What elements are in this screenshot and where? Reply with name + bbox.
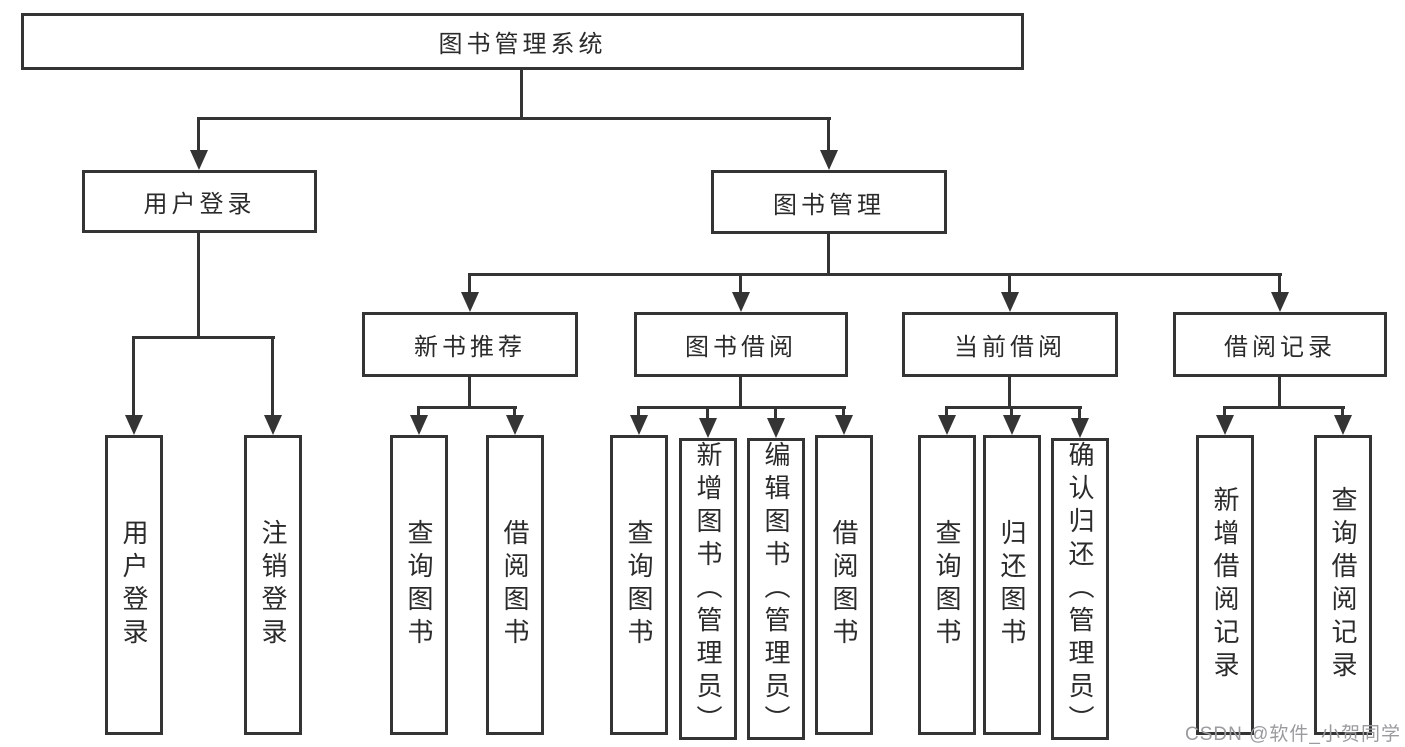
- arrow-down-icon: [699, 418, 717, 438]
- leaf-confirm-return-admin: 确认归还（管理员）: [1051, 438, 1109, 740]
- node-book-management: 图书管理: [711, 170, 947, 234]
- leaf-user-login: 用户登录: [105, 435, 163, 735]
- arrow-down-icon: [461, 292, 479, 312]
- connector-line: [132, 336, 275, 339]
- connector-line: [468, 273, 1282, 276]
- arrow-down-icon: [264, 415, 282, 435]
- connector-line: [417, 406, 517, 409]
- connector-line: [1278, 273, 1281, 294]
- leaf-borrow-books-2-label: 借阅图书: [829, 519, 859, 651]
- leaf-add-borrow-record: 新增借阅记录: [1196, 435, 1254, 735]
- watermark: CSDN @软件_小贺同学: [1185, 724, 1401, 745]
- connector-line: [1223, 406, 1226, 418]
- node-borrowing-records-label: 借阅记录: [1224, 334, 1336, 361]
- leaf-add-borrow-record-label: 新增借阅记录: [1210, 486, 1240, 684]
- leaf-query-borrow-record-label: 查询借阅记录: [1328, 486, 1358, 684]
- leaf-query-books-1: 查询图书: [390, 435, 448, 735]
- connector-line: [739, 377, 742, 406]
- leaf-logout-label: 注销登录: [258, 519, 288, 651]
- arrow-down-icon: [732, 292, 750, 312]
- connector-line: [513, 406, 516, 418]
- leaf-query-books-3: 查询图书: [918, 435, 976, 735]
- connector-line: [739, 273, 742, 294]
- arrow-down-icon: [1334, 415, 1352, 435]
- connector-line: [1008, 377, 1011, 406]
- connector-line: [1010, 406, 1013, 418]
- arrow-down-icon: [938, 415, 956, 435]
- arrow-down-icon: [835, 415, 853, 435]
- connector-line: [1078, 406, 1081, 421]
- arrow-down-icon: [125, 415, 143, 435]
- leaf-user-login-label: 用户登录: [119, 519, 149, 651]
- node-book-borrowing-label: 图书借阅: [685, 334, 797, 361]
- leaf-query-borrow-record: 查询借阅记录: [1314, 435, 1372, 735]
- connector-line: [1008, 273, 1011, 294]
- arrow-down-icon: [410, 415, 428, 435]
- leaf-query-books-1-label: 查询图书: [404, 519, 434, 651]
- leaf-query-books-3-label: 查询图书: [932, 519, 962, 651]
- connector-line: [197, 117, 200, 152]
- connector-line: [197, 117, 831, 120]
- connector-line: [468, 377, 471, 406]
- leaf-edit-books-admin: 编辑图书（管理员）: [747, 438, 805, 740]
- node-borrowing-records: 借阅记录: [1173, 312, 1387, 377]
- connector-line: [468, 273, 471, 294]
- arrow-down-icon: [820, 150, 838, 170]
- arrow-down-icon: [190, 150, 208, 170]
- leaf-return-books: 归还图书: [983, 435, 1041, 735]
- leaf-add-books-admin-label: 新增图书（管理员）: [693, 441, 723, 738]
- connector-line: [520, 70, 523, 117]
- connector-line: [774, 406, 777, 421]
- arrow-down-icon: [506, 415, 524, 435]
- leaf-add-books-admin: 新增图书（管理员）: [679, 438, 737, 740]
- leaf-borrow-books-1: 借阅图书: [486, 435, 544, 735]
- connector-line: [637, 406, 640, 418]
- leaf-borrow-books-2: 借阅图书: [815, 435, 873, 735]
- connector-line: [1341, 406, 1344, 418]
- connector-line: [706, 406, 709, 421]
- connector-line: [1278, 377, 1281, 406]
- connector-line: [842, 406, 845, 418]
- arrow-down-icon: [1003, 415, 1021, 435]
- connector-line: [945, 406, 948, 418]
- node-user-login: 用户登录: [82, 170, 317, 233]
- leaf-query-books-2-label: 查询图书: [624, 519, 654, 651]
- leaf-confirm-return-admin-label: 确认归还（管理员）: [1065, 441, 1095, 738]
- connector-line: [132, 336, 135, 417]
- node-new-book-recommend-label: 新书推荐: [414, 334, 526, 361]
- arrow-down-icon: [1271, 292, 1289, 312]
- node-new-book-recommend: 新书推荐: [362, 312, 578, 377]
- node-root-label: 图书管理系统: [438, 31, 607, 58]
- connector-line: [827, 234, 830, 273]
- leaf-query-books-2: 查询图书: [610, 435, 668, 735]
- node-book-management-label: 图书管理: [773, 191, 885, 219]
- connector-line: [637, 406, 846, 409]
- arrow-down-icon: [767, 418, 785, 438]
- arrow-down-icon: [1216, 415, 1234, 435]
- node-user-login-label: 用户登录: [143, 191, 256, 218]
- connector-line: [271, 336, 274, 417]
- leaf-borrow-books-1-label: 借阅图书: [500, 519, 530, 651]
- connector-line: [827, 117, 830, 152]
- connector-line: [945, 406, 1082, 409]
- leaf-edit-books-admin-label: 编辑图书（管理员）: [761, 441, 791, 738]
- arrow-down-icon: [1071, 418, 1089, 438]
- node-root: 图书管理系统: [21, 13, 1024, 70]
- node-current-borrowing: 当前借阅: [902, 312, 1118, 377]
- connector-line: [1223, 406, 1345, 409]
- node-current-borrowing-label: 当前借阅: [954, 334, 1066, 361]
- connector-line: [197, 233, 200, 336]
- arrow-down-icon: [630, 415, 648, 435]
- node-book-borrowing: 图书借阅: [634, 312, 848, 377]
- arrow-down-icon: [1001, 292, 1019, 312]
- connector-line: [417, 406, 420, 418]
- leaf-logout: 注销登录: [244, 435, 302, 735]
- leaf-return-books-label: 归还图书: [997, 519, 1027, 651]
